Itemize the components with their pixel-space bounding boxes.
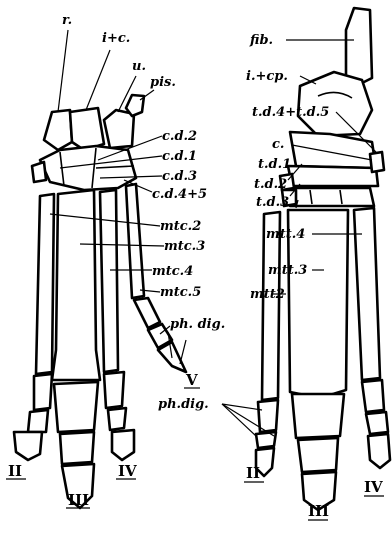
label-pes-digit-IV: IV <box>364 478 383 496</box>
label-metatarsal-2: mtt2 <box>250 287 285 302</box>
label-manus-digit-II: II <box>8 462 22 480</box>
digit-II-phalanx-1 <box>34 374 52 410</box>
metacarpal-4-bone <box>100 190 118 372</box>
centrale-bone <box>288 166 378 186</box>
intermedium-carpal-bone <box>70 108 104 150</box>
radius-bone <box>44 110 72 150</box>
label-carpal-4-5: c.d.4+5 <box>152 187 207 202</box>
label-intermedium-calcaneum: i.+cp. <box>246 69 288 84</box>
label-carpal-1: c.d.1 <box>162 149 197 164</box>
digit-IV-phalanx-1 <box>104 372 124 408</box>
label-metatarsal-4: mtt.4 <box>266 227 305 242</box>
label-manus-digit-V: V <box>185 371 198 389</box>
label-radius: r. <box>62 13 72 28</box>
digit-IV-claw <box>112 430 134 460</box>
label-carpal-3: c.d.3 <box>162 169 197 184</box>
digit-II-claw <box>14 432 42 460</box>
label-tarsal-2: t.d.2 <box>254 177 287 192</box>
digit-IV-phalanx-2 <box>108 408 126 430</box>
pisiform-bone <box>126 95 144 116</box>
tarsal-lateral-bone <box>370 152 384 172</box>
label-tarsal-1: t.d.1 <box>258 157 291 172</box>
distal-carpal-row <box>40 146 136 190</box>
label-metatarsal-3: mtt.3 <box>268 263 307 278</box>
label-intermedium-carpal: i+c. <box>102 31 130 46</box>
label-ulna: u. <box>132 59 146 74</box>
pes-digit-IV-phalanx-2 <box>366 412 388 434</box>
pes-digit-III-phalanx-1 <box>292 394 344 438</box>
pes-digit-II-phalanx-1 <box>258 400 278 432</box>
label-tarsal-3: t.d.3 <box>256 195 289 210</box>
intermedium-calcaneum-bone <box>298 72 372 136</box>
pes-digit-IV-claw <box>368 434 390 468</box>
label-centrale: c. <box>272 137 284 152</box>
label-tarsals-4-5: t.d.4+t.d.5 <box>252 105 329 120</box>
label-pes-phalanges: ph.dig. <box>158 397 209 412</box>
label-manus-digit-III: III <box>68 491 89 509</box>
fibula-bone <box>346 8 372 84</box>
label-pes-digit-II: II <box>246 464 260 482</box>
pes-digit-IV-phalanx-1 <box>362 380 384 412</box>
digit-III-phalanx-1 <box>54 382 98 432</box>
label-metacarpal-5: mtc.5 <box>160 285 201 300</box>
label-carpal-2: c.d.2 <box>162 129 197 144</box>
label-pes-digit-III: III <box>308 502 329 520</box>
ulna-bone <box>104 110 134 148</box>
pes-digit-III-phalanx-2 <box>298 438 338 472</box>
pes-digit-II-phalanx-2 <box>256 432 276 448</box>
label-metacarpal-2: mtc.2 <box>160 219 201 234</box>
label-metacarpal-3: mtc.3 <box>164 239 205 254</box>
carpal-1-bone <box>32 162 46 182</box>
digit-III-phalanx-2 <box>60 432 94 464</box>
tarsal-4-5-bone <box>290 132 376 168</box>
manus-skeleton <box>14 95 186 508</box>
digit-II-phalanx-2 <box>28 410 48 432</box>
label-fibula: fib. <box>249 33 273 48</box>
digit-V-phalanx-1 <box>134 298 160 328</box>
metacarpal-5-bone <box>126 184 144 298</box>
label-metacarpal-4: mtc.4 <box>152 264 193 279</box>
label-manus-phalanges: ph. dig. <box>170 317 225 332</box>
label-manus-digit-IV: IV <box>118 462 137 480</box>
metacarpal-2-bone <box>36 194 54 374</box>
label-pisiform: pis. <box>150 75 176 90</box>
